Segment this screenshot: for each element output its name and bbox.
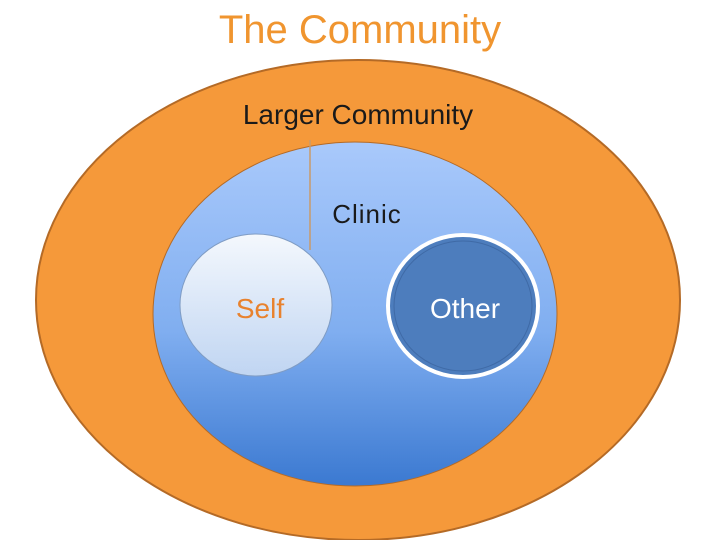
clinic-circle <box>152 141 558 487</box>
other-circle <box>386 233 540 379</box>
self-circle <box>179 233 333 377</box>
diagram-title: The Community <box>218 8 502 52</box>
other-circle-inner-ring <box>393 240 533 372</box>
clinic-label: Clinic <box>332 199 402 229</box>
other-label: Other <box>430 293 500 324</box>
self-label: Self <box>236 293 284 324</box>
larger-community-label: Larger Community <box>243 99 473 130</box>
